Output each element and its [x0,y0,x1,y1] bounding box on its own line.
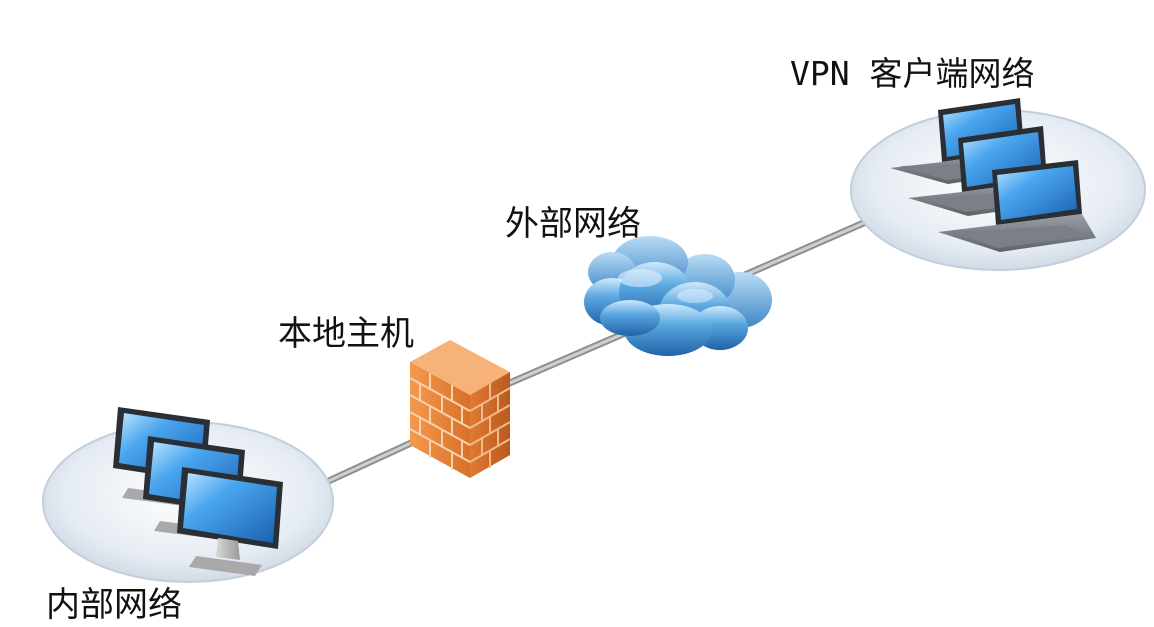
vpn-client-network-node [850,98,1146,271]
cloud-icon [584,236,772,356]
laptop-computer-icon [938,160,1096,252]
brick-wall-icon [409,340,511,478]
vpn-client-network-label: VPN 客户端网络 [790,54,1035,93]
desktop-computer-icon [177,467,283,576]
local-host-label: 本地主机 [278,314,414,354]
external-network-label: 外部网络 [505,204,641,244]
internal-network-label: 内部网络 [46,585,182,625]
internal-network-node [42,407,334,583]
